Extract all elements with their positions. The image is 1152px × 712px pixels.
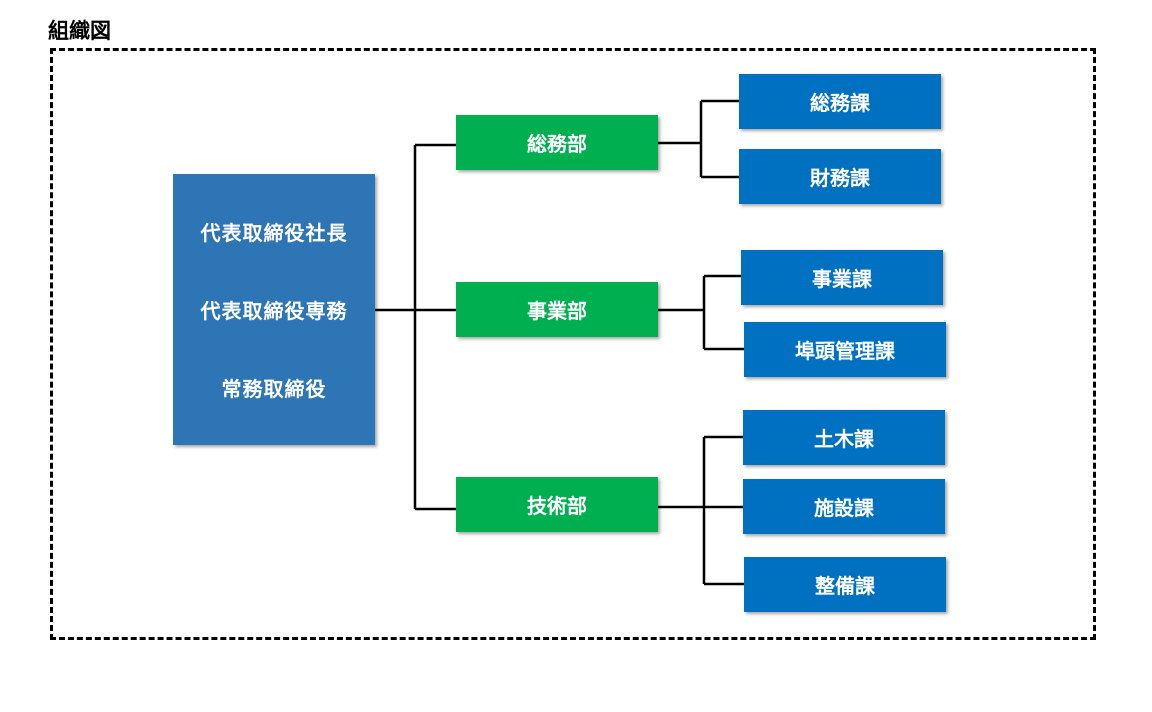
section-label: 事業課 (812, 267, 872, 291)
executive-line-senior-md: 代表取締役専務 (200, 298, 348, 323)
dept-label: 事業部 (527, 299, 587, 323)
section-box-facilities[interactable]: 施設課 (743, 479, 945, 534)
section-label: 埠頭管理課 (795, 339, 895, 363)
executive-line-managing-director: 常務取締役 (221, 377, 327, 402)
executive-line-president: 代表取締役社長 (200, 220, 348, 245)
section-label: 土木課 (814, 427, 874, 451)
executive-box[interactable]: 代表取締役社長 代表取締役専務 常務取締役 (173, 174, 375, 445)
diagram-frame (50, 48, 1096, 640)
section-label: 施設課 (814, 496, 874, 520)
section-box-finance[interactable]: 財務課 (739, 149, 941, 204)
section-label: 総務課 (810, 91, 870, 115)
dept-label: 技術部 (527, 494, 587, 518)
section-box-general-affairs[interactable]: 総務課 (739, 74, 941, 129)
dept-box-technical[interactable]: 技術部 (456, 477, 658, 532)
section-label: 整備課 (815, 574, 875, 598)
dept-box-general-affairs[interactable]: 総務部 (456, 115, 658, 170)
section-box-civil-engineering[interactable]: 土木課 (743, 410, 945, 465)
dept-box-business[interactable]: 事業部 (456, 282, 658, 337)
section-box-pier-management[interactable]: 埠頭管理課 (744, 322, 946, 377)
section-box-maintenance[interactable]: 整備課 (744, 557, 946, 612)
dept-label: 総務部 (527, 132, 587, 156)
page-title: 組織図 (48, 19, 111, 43)
section-box-business[interactable]: 事業課 (741, 250, 943, 305)
section-label: 財務課 (810, 166, 870, 190)
